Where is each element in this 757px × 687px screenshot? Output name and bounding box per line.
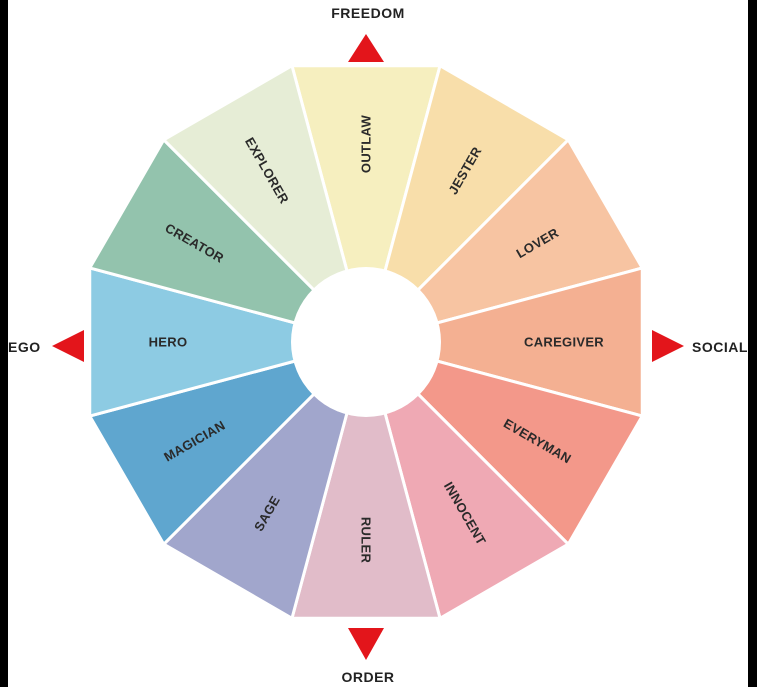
wheel-label-ruler: RULER bbox=[359, 517, 374, 564]
wheel-segment-explorer bbox=[162, 64, 368, 344]
arrow-up-icon bbox=[348, 34, 384, 62]
axis-label-freedom: FREEDOM bbox=[331, 5, 405, 21]
wheel-segments bbox=[88, 64, 644, 620]
axis-label-social: SOCIAL bbox=[692, 339, 748, 355]
wheel-label-caregiver: CAREGIVER bbox=[524, 335, 604, 350]
arrow-right-icon bbox=[652, 330, 684, 362]
wheel-label-hero: HERO bbox=[149, 335, 188, 350]
arrow-left-icon bbox=[52, 330, 84, 362]
arrow-down-icon bbox=[348, 628, 384, 660]
wheel-center bbox=[291, 267, 441, 417]
axis-label-order: ORDER bbox=[341, 669, 394, 685]
wheel-label-outlaw: OUTLAW bbox=[359, 115, 374, 174]
axis-label-ego: EGO bbox=[8, 339, 41, 355]
